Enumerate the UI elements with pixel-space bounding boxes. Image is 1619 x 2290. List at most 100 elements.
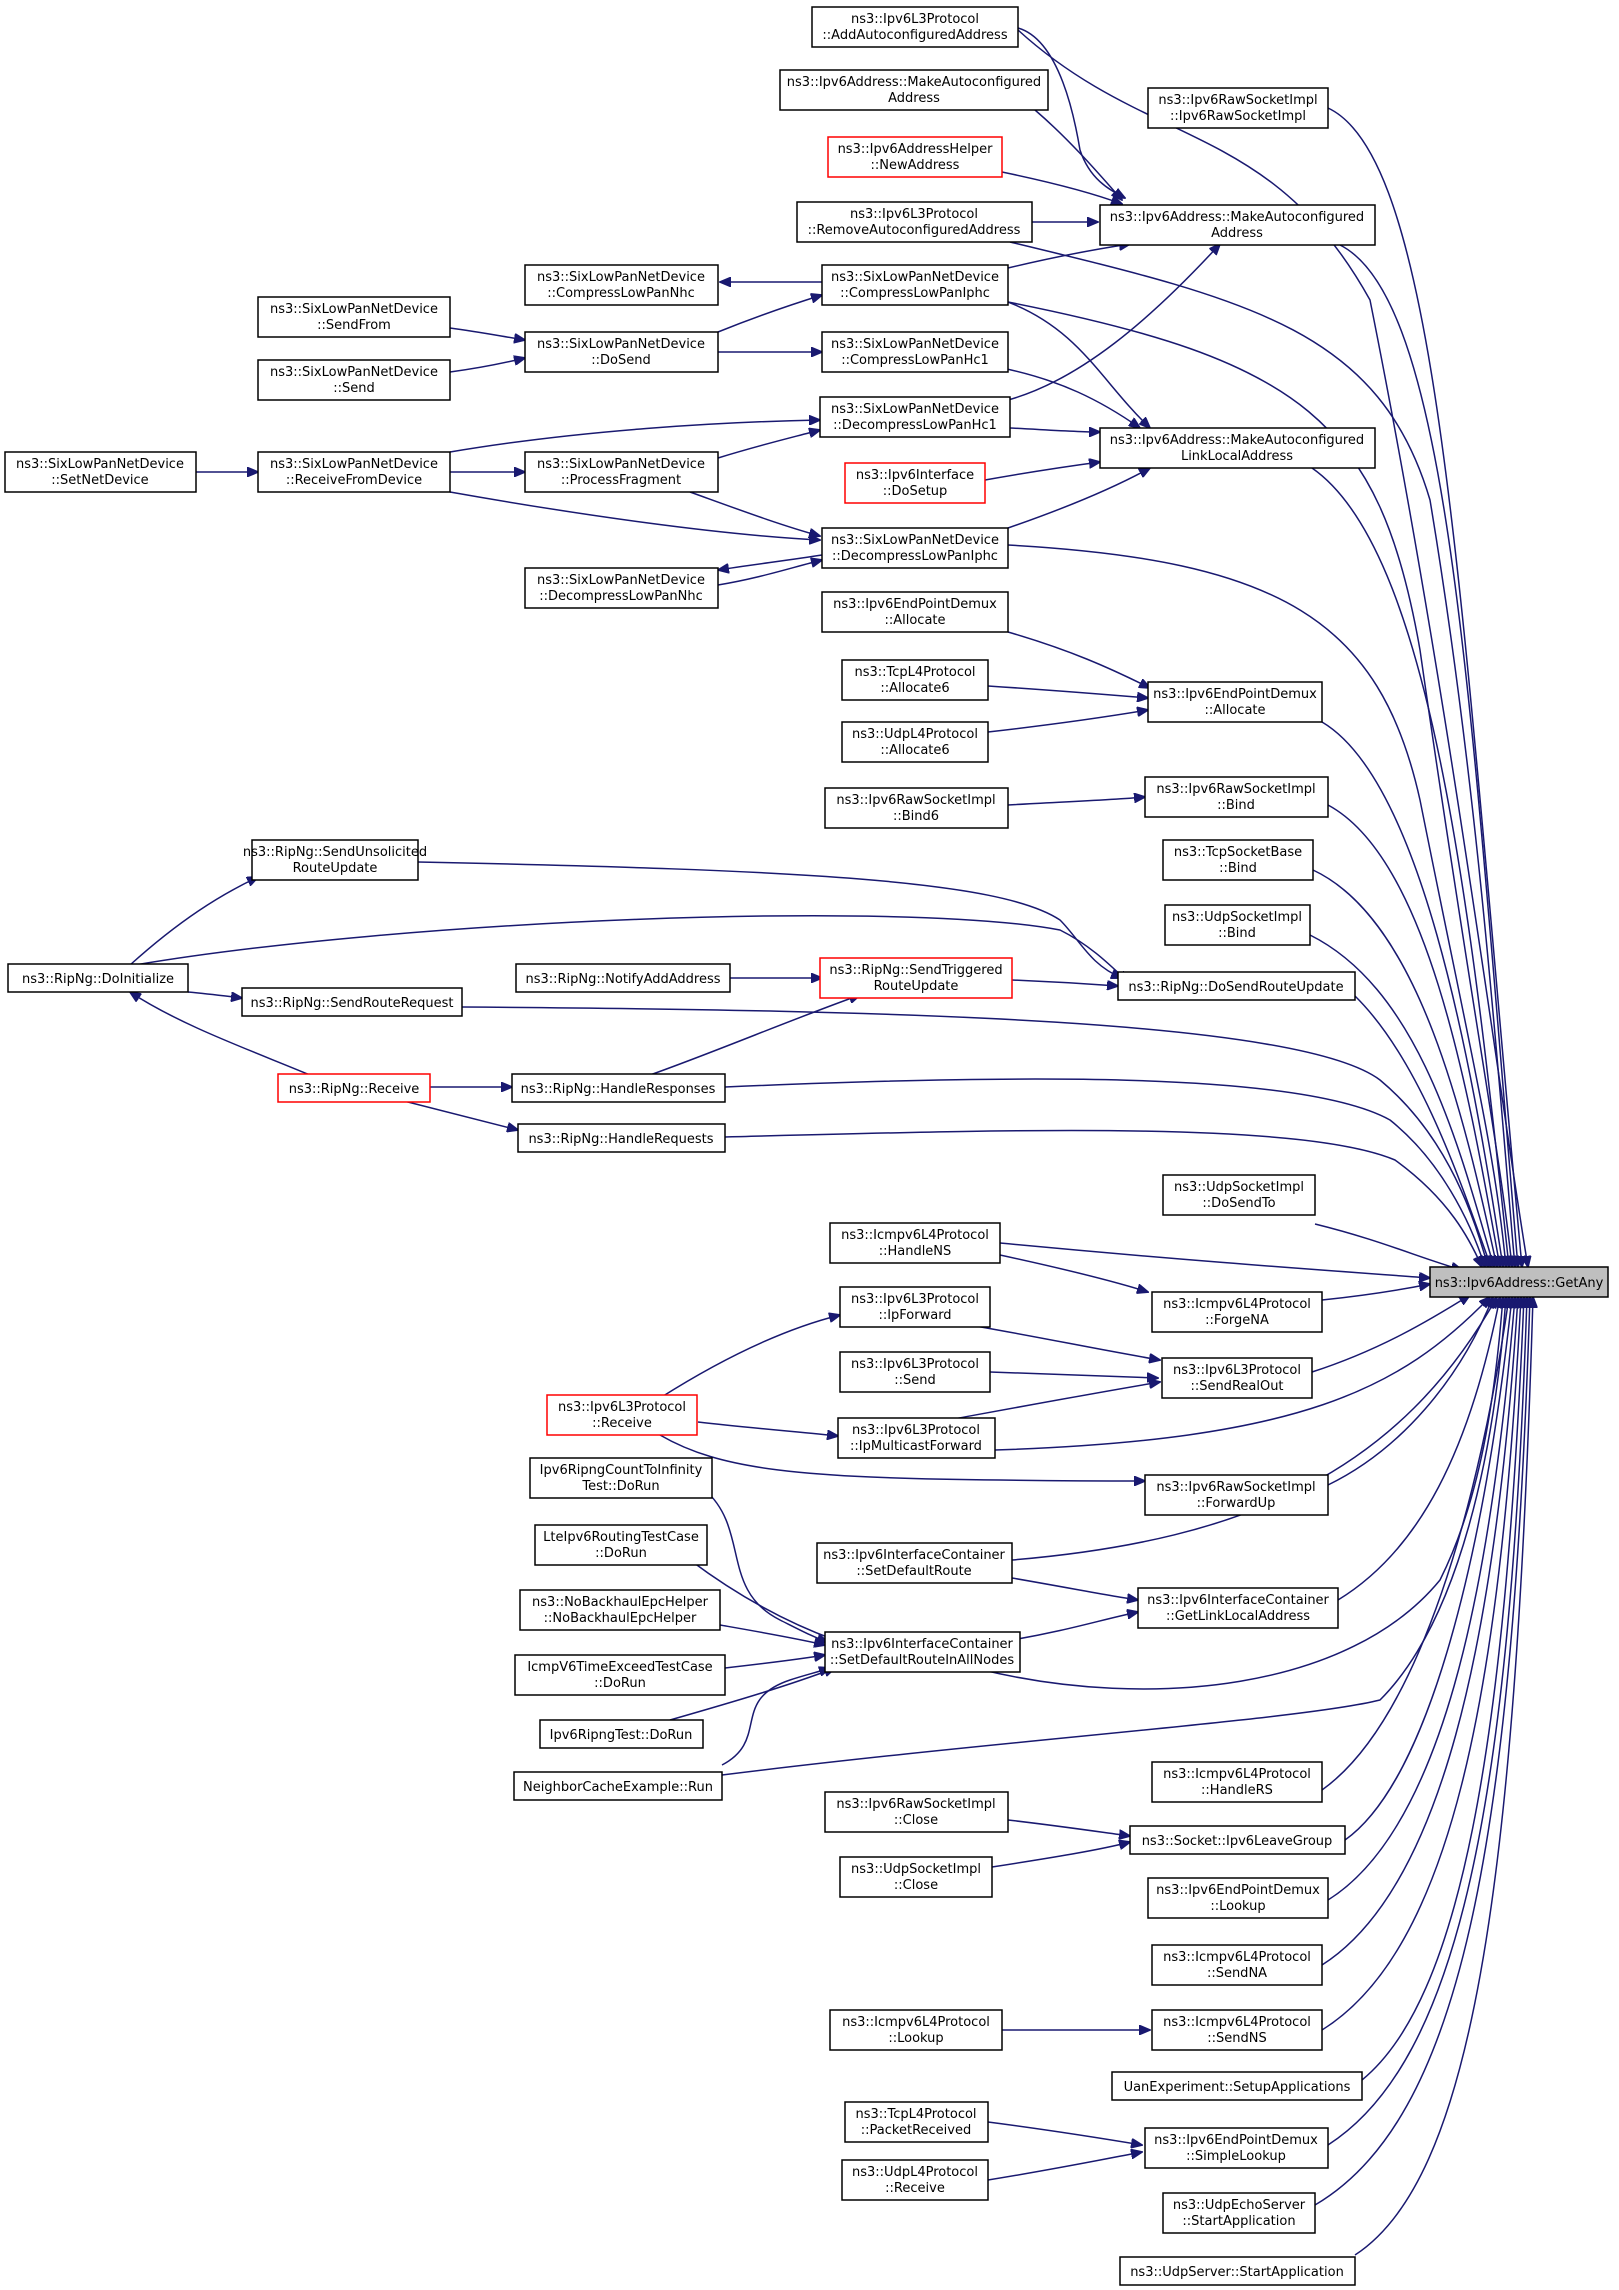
node-ripng-handleresponses[interactable]: ns3::RipNg::HandleResponses — [511, 1073, 726, 1103]
node-ripng-sendrouterequest[interactable]: ns3::RipNg::SendRouteRequest — [241, 987, 463, 1017]
node-l3-add-autoconfigured-address[interactable]: ns3::Ipv6L3Protocol ::AddAutoconfiguredA… — [811, 6, 1019, 48]
node-make-autoconfigured-linklocal[interactable]: ns3::Ipv6Address::MakeAutoconfigured Lin… — [1099, 427, 1376, 469]
node-sixlowpan-dosend[interactable]: ns3::SixLowPanNetDevice ::DoSend — [524, 331, 719, 373]
node-label-line2: ::SendFrom — [317, 318, 391, 333]
node-l3-sendrealout[interactable]: ns3::Ipv6L3Protocol ::SendRealOut — [1161, 1357, 1313, 1399]
edge-rawctor-target — [1327, 107, 1522, 1267]
node-ripng-send-unsolicited[interactable]: ns3::RipNg::SendUnsolicited RouteUpdate — [243, 839, 427, 881]
node-label-line1: ns3::TcpL4Protocol — [855, 2107, 976, 2122]
node-sixlowpan-sendfrom[interactable]: ns3::SixLowPanNetDevice ::SendFrom — [257, 296, 451, 338]
node-compress-lowpan-hc1[interactable]: ns3::SixLowPanNetDevice ::CompressLowPan… — [821, 331, 1009, 373]
node-ifc-setdefaultroute[interactable]: ns3::Ipv6InterfaceContainer ::SetDefault… — [816, 1542, 1013, 1584]
node-tcpsocketbase-bind[interactable]: ns3::TcpSocketBase ::Bind — [1162, 839, 1314, 881]
node-label-line2: ::Bind — [1219, 861, 1257, 876]
node-ripng-counttoinfinity-test[interactable]: Ipv6RipngCountToInfinity Test::DoRun — [529, 1457, 713, 1499]
node-uan-setupapplications[interactable]: UanExperiment::SetupApplications — [1111, 2071, 1363, 2101]
node-label: ns3::RipNg::NotifyAddAddress — [525, 972, 720, 987]
node-label-line1: ns3::Ipv6L3Protocol — [851, 12, 979, 27]
edge-diphc-mklla — [1007, 468, 1150, 529]
node-ipv6address-getany[interactable]: ns3::Ipv6Address::GetAny — [1429, 1266, 1609, 1298]
node-rawsocket-bind[interactable]: ns3::Ipv6RawSocketImpl ::Bind — [1144, 776, 1329, 818]
node-l3-ipforward[interactable]: ns3::Ipv6L3Protocol ::IpForward — [839, 1286, 991, 1328]
node-ripng-send-triggered[interactable]: ns3::RipNg::SendTriggered RouteUpdate — [819, 957, 1013, 999]
edge-hrs-target — [1321, 1297, 1509, 1791]
node-compress-lowpan-nhc[interactable]: ns3::SixLowPanNetDevice ::CompressLowPan… — [524, 264, 719, 306]
node-ripng-doinitialize[interactable]: ns3::RipNg::DoInitialize — [7, 963, 189, 993]
node-endpointdemux-simplelookup[interactable]: ns3::Ipv6EndPointDemux ::SimpleLookup — [1144, 2127, 1329, 2169]
node-endpointdemux-allocate[interactable]: ns3::Ipv6EndPointDemux ::Allocate — [1147, 681, 1323, 723]
node-icmpv6-handlers[interactable]: ns3::Icmpv6L4Protocol ::HandleRS — [1151, 1761, 1323, 1803]
node-icmpv6-sendna[interactable]: ns3::Icmpv6L4Protocol ::SendNA — [1151, 1944, 1323, 1986]
node-ripng-notifyaddaddress[interactable]: ns3::RipNg::NotifyAddAddress — [515, 963, 731, 993]
node-address-helper-new-address[interactable]: ns3::Ipv6AddressHelper ::NewAddress — [827, 136, 1003, 178]
node-ripng-handlerequests[interactable]: ns3::RipNg::HandleRequests — [517, 1123, 726, 1153]
node-label-line2: ::NoBackhaulEpcHelper — [544, 1611, 697, 1626]
node-decompress-lowpan-iphc[interactable]: ns3::SixLowPanNetDevice ::DecompressLowP… — [821, 527, 1009, 569]
node-rawsocket-ctor[interactable]: ns3::Ipv6RawSocketImpl ::Ipv6RawSocketIm… — [1147, 87, 1329, 129]
node-udpsocket-dosendto[interactable]: ns3::UdpSocketImpl ::DoSendTo — [1162, 1174, 1316, 1216]
node-decompress-lowpan-hc1[interactable]: ns3::SixLowPanNetDevice ::DecompressLowP… — [819, 396, 1011, 438]
edge-hresp-trig — [649, 995, 860, 1076]
edge-diphc-dnhc — [718, 554, 823, 570]
node-rawsocket-bind6[interactable]: ns3::Ipv6RawSocketImpl ::Bind6 — [824, 787, 1009, 829]
node-label: NeighborCacheExample::Run — [523, 1780, 713, 1795]
node-make-autoconfigured-address-overload[interactable]: ns3::Ipv6Address::MakeAutoconfigured Add… — [779, 69, 1049, 111]
node-label-line1: IcmpV6TimeExceedTestCase — [527, 1660, 712, 1675]
node-icmpv6-sendns[interactable]: ns3::Icmpv6L4Protocol ::SendNS — [1151, 2009, 1323, 2051]
node-label-line1: ns3::SixLowPanNetDevice — [831, 533, 999, 548]
edge-ipmcf-sro — [947, 1382, 1160, 1421]
node-label-line1: ns3::SixLowPanNetDevice — [831, 402, 999, 417]
node-icmpv6-forgena[interactable]: ns3::Icmpv6L4Protocol ::ForgeNA — [1151, 1291, 1323, 1333]
node-sixlowpan-processfragment[interactable]: ns3::SixLowPanNetDevice ::ProcessFragmen… — [524, 451, 719, 493]
node-label-line1: ns3::UdpSocketImpl — [851, 1862, 981, 1877]
node-neighborcache-example-run[interactable]: NeighborCacheExample::Run — [513, 1771, 723, 1801]
node-compress-lowpan-iphc[interactable]: ns3::SixLowPanNetDevice ::CompressLowPan… — [821, 264, 1009, 306]
node-ripng-receive[interactable]: ns3::RipNg::Receive — [277, 1073, 431, 1103]
node-l3-remove-autoconfigured-address[interactable]: ns3::Ipv6L3Protocol ::RemoveAutoconfigur… — [796, 201, 1033, 243]
node-ripng-dosendrouteupdate[interactable]: ns3::RipNg::DoSendRouteUpdate — [1117, 971, 1356, 1001]
node-lte-routing-testcase[interactable]: LteIpv6RoutingTestCase ::DoRun — [534, 1524, 708, 1566]
node-ipv6interface-dosetup[interactable]: ns3::Ipv6Interface ::DoSetup — [844, 462, 986, 504]
node-ifc-getlinklocaladdress[interactable]: ns3::Ipv6InterfaceContainer ::GetLinkLoc… — [1137, 1587, 1339, 1629]
edge-eplookup-target — [1327, 1297, 1515, 1901]
node-udpsocket-close[interactable]: ns3::UdpSocketImpl ::Close — [839, 1856, 993, 1898]
node-udpechoserver-startapplication[interactable]: ns3::UdpEchoServer ::StartApplication — [1162, 2192, 1316, 2234]
node-rawsocket-close[interactable]: ns3::Ipv6RawSocketImpl ::Close — [824, 1791, 1009, 1833]
node-rawsocket-forwardup[interactable]: ns3::Ipv6RawSocketImpl ::ForwardUp — [1144, 1474, 1329, 1516]
node-tcpl4-packetreceived[interactable]: ns3::TcpL4Protocol ::PacketReceived — [844, 2101, 989, 2143]
node-tcpl4-allocate6[interactable]: ns3::TcpL4Protocol ::Allocate6 — [841, 659, 989, 701]
edge-mklla-target — [1311, 467, 1509, 1267]
node-ipv6ripng-test[interactable]: Ipv6RipngTest::DoRun — [539, 1719, 704, 1749]
node-ifc-setdefaultrouteinallnodes[interactable]: ns3::Ipv6InterfaceContainer ::SetDefault… — [824, 1631, 1021, 1673]
node-l3-ipmulticastforward[interactable]: ns3::Ipv6L3Protocol ::IpMulticastForward — [837, 1417, 996, 1459]
node-make-autoconfigured-address[interactable]: ns3::Ipv6Address::MakeAutoconfigured Add… — [1099, 204, 1376, 246]
node-label-line2: ::CompressLowPanIphc — [840, 286, 990, 301]
edge-newaddr-mkauto — [1001, 171, 1122, 204]
node-l3-send[interactable]: ns3::Ipv6L3Protocol ::Send — [839, 1351, 991, 1393]
node-endpointdemux-allocate-left[interactable]: ns3::Ipv6EndPointDemux ::Allocate — [821, 591, 1009, 633]
edge-diphc-target — [1007, 544, 1506, 1267]
node-udpsocket-bind[interactable]: ns3::UdpSocketImpl ::Bind — [1164, 904, 1311, 946]
node-udpl4-receive[interactable]: ns3::UdpL4Protocol ::Receive — [841, 2159, 989, 2201]
node-l3-receive[interactable]: ns3::Ipv6L3Protocol ::Receive — [546, 1394, 698, 1436]
node-sixlowpan-setnetdevice[interactable]: ns3::SixLowPanNetDevice ::SetNetDevice — [4, 451, 197, 493]
node-icmpv6-lookup[interactable]: ns3::Icmpv6L4Protocol ::Lookup — [829, 2009, 1003, 2051]
edge-ifsetup-mklla — [984, 462, 1100, 481]
node-label-line2: ::ForgeNA — [1205, 1313, 1269, 1328]
node-label: UanExperiment::SetupApplications — [1124, 2080, 1351, 2095]
node-socket-ipv6leavegroup[interactable]: ns3::Socket::Ipv6LeaveGroup — [1129, 1825, 1346, 1855]
edge-udpbind-target — [1309, 934, 1494, 1267]
node-label-line1: ns3::TcpSocketBase — [1174, 845, 1302, 860]
node-decompress-lowpan-nhc[interactable]: ns3::SixLowPanNetDevice ::DecompressLowP… — [524, 567, 719, 609]
node-endpointdemux-lookup[interactable]: ns3::Ipv6EndPointDemux ::Lookup — [1147, 1877, 1329, 1919]
node-udpserver-startapplication[interactable]: ns3::UdpServer::StartApplication — [1119, 2256, 1356, 2286]
node-label-line2: RouteUpdate — [874, 979, 959, 994]
edge-hreq-target — [724, 1129, 1482, 1267]
node-icmpv6-handlens[interactable]: ns3::Icmpv6L4Protocol ::HandleNS — [829, 1222, 1001, 1264]
node-udpl4-allocate6[interactable]: ns3::UdpL4Protocol ::Allocate6 — [841, 721, 989, 763]
node-sixlowpan-receivefromdevice[interactable]: ns3::SixLowPanNetDevice ::ReceiveFromDev… — [257, 451, 451, 493]
node-sixlowpan-send[interactable]: ns3::SixLowPanNetDevice ::Send — [257, 359, 451, 401]
node-label-line1: ns3::SixLowPanNetDevice — [270, 365, 438, 380]
node-icmpv6-timeexceed-testcase[interactable]: IcmpV6TimeExceedTestCase ::DoRun — [514, 1654, 726, 1696]
node-nobackhaul-epchelper[interactable]: ns3::NoBackhaulEpcHelper ::NoBackhaulEpc… — [519, 1589, 721, 1631]
